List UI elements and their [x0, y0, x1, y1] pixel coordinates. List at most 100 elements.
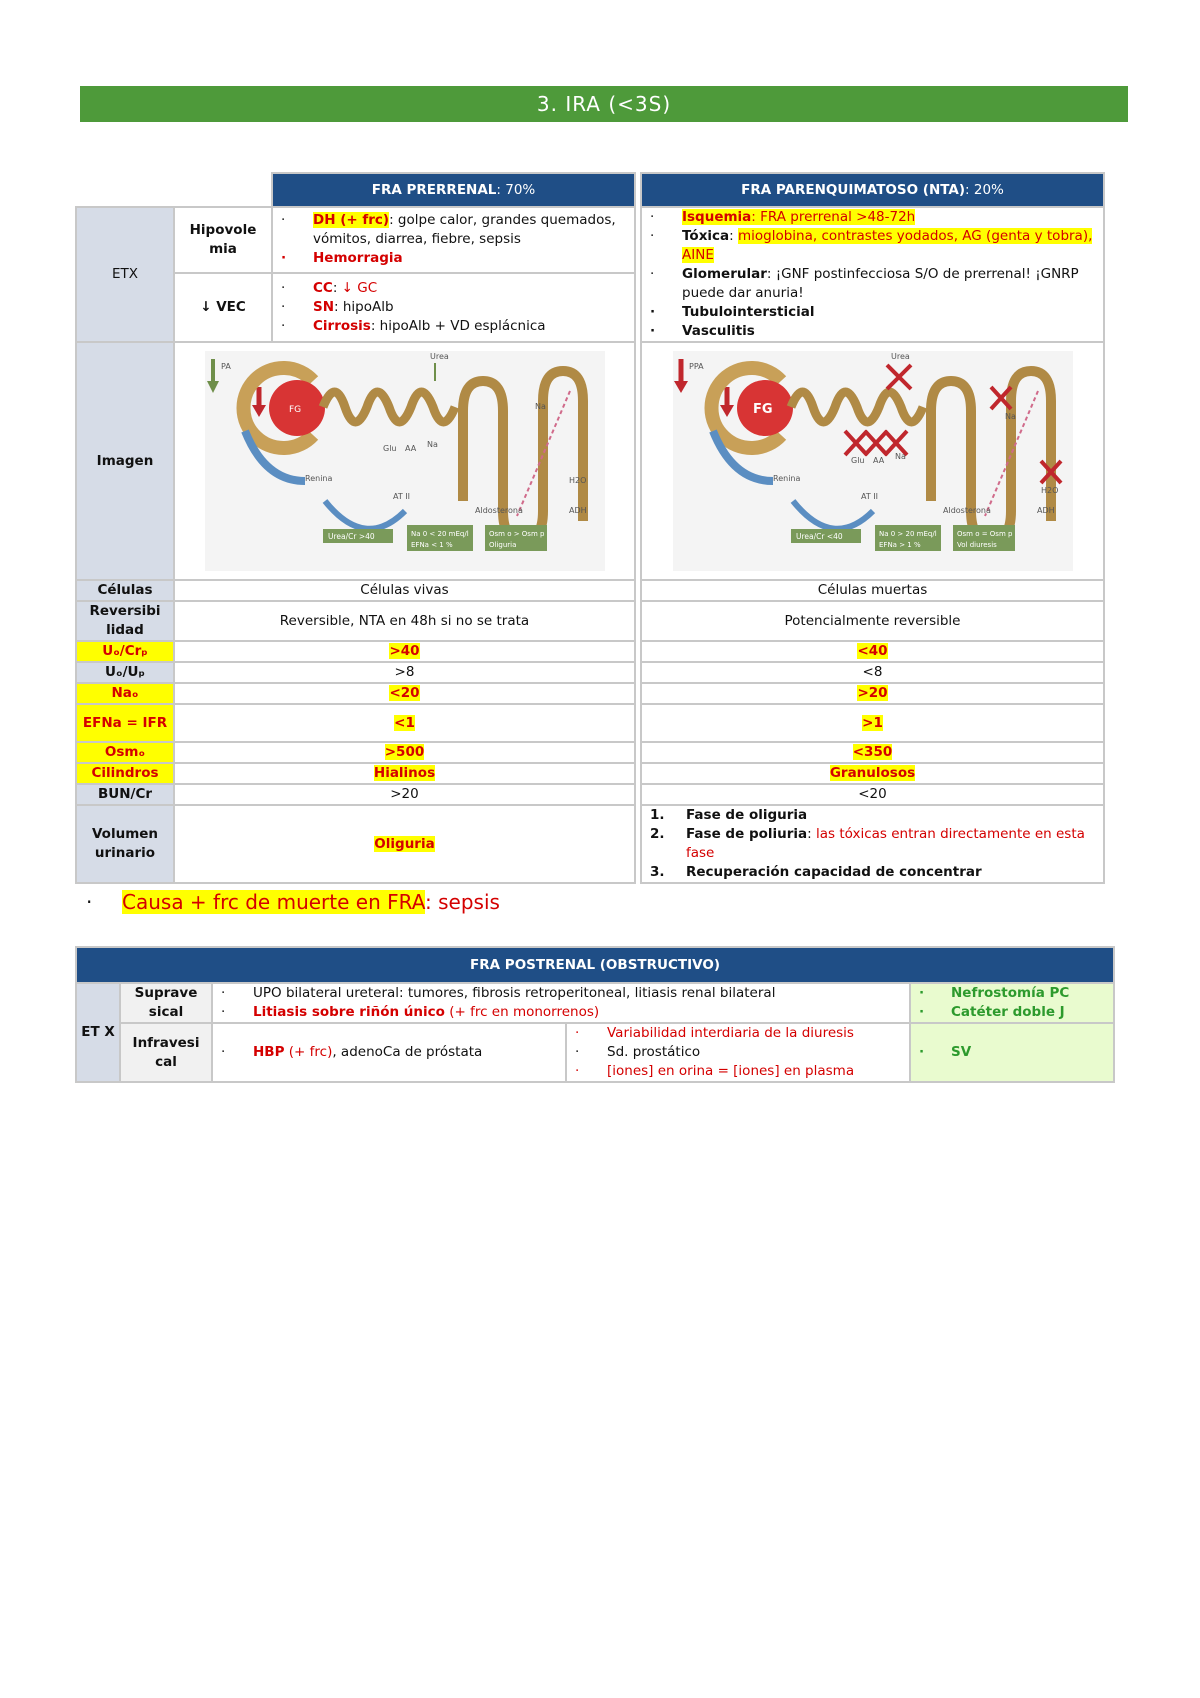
box-osm-line1: Osm o > Osm p — [489, 530, 545, 538]
na-label-top: Na — [895, 452, 906, 461]
fg-label: FG — [753, 402, 773, 417]
table-row: Osmₒ >500 <350 — [75, 741, 1105, 764]
etx-row-hipovolemia: ETX Hipovole mia DH (+ frc): golpe calor… — [75, 206, 1105, 343]
h2o-label: H2O — [1041, 486, 1058, 495]
infravesical-label: Infravesi cal — [119, 1022, 213, 1083]
list-item: Tóxica: mioglobina, contrastes yodados, … — [646, 227, 1099, 265]
etx-label: ET X — [75, 982, 121, 1083]
x-mark-icon — [863, 429, 888, 457]
header-parenquimatoso: FRA PARENQUIMATOSO (NTA): 20% — [640, 172, 1105, 208]
table-row: Naₒ <20 >20 — [75, 682, 1105, 705]
urea-label: Urea — [430, 352, 449, 361]
list-item: 2.Fase de poliuria: las tóxicas entran d… — [650, 826, 1085, 861]
table-row: Células Células vivas Células muertas — [75, 579, 1105, 602]
aldosterona-label: Aldosterona — [475, 506, 523, 515]
vec-causes: CC: ↓ GC SN: hipoAlb Cirrosis: hipoAlb +… — [271, 271, 636, 344]
box-na-line2: EFNa < 1 % — [411, 541, 453, 549]
renina-label: Renina — [305, 474, 332, 483]
urea-label: Urea — [891, 352, 910, 361]
nephron-nta-illustration: PPA FG Urea Glu AA Na Na Re — [672, 351, 1073, 571]
header-prerrenal: FRA PRERRENAL: 70% — [271, 172, 636, 208]
table-row: Cilindros Hialinos Granulosos — [75, 762, 1105, 785]
na-label-top: Na — [427, 440, 438, 449]
list-item: DH (+ frc): golpe calor, grandes quemado… — [277, 211, 630, 249]
list-item: SV — [915, 1043, 1109, 1062]
fases-nta: 1.Fase de oliguria 2.Fase de poliuria: l… — [640, 804, 1105, 884]
box-urea-cr: Urea/Cr <40 — [796, 532, 843, 541]
etx-row-vec: ↓ VEC CC: ↓ GC SN: hipoAlb Cirrosis: hip… — [76, 271, 1104, 344]
glomerulus-icon — [736, 380, 793, 436]
page-title: 3. IRA (<3S) — [80, 86, 1128, 122]
list-item: Cirrosis: hipoAlb + VD esplácnica — [277, 317, 630, 336]
list-item: Vasculitis — [646, 322, 1099, 341]
list-item: Tubulointersticial — [646, 303, 1099, 322]
volumen-row: Volumen urinario Oliguria 1.Fase de olig… — [75, 804, 1105, 884]
etx-label: ETX — [75, 206, 175, 343]
list-item: Isquemia: FRA prerrenal >48-72h — [646, 208, 1099, 227]
h2o-label: H2O — [569, 476, 586, 485]
list-item: Variabilidad interdiaria de la diuresis — [571, 1024, 905, 1043]
list-item: SN: hipoAlb — [277, 298, 630, 317]
nephron-prerrenal-illustration: PA FG Urea Glu AA Na Na Renina AT II Ald… — [204, 351, 605, 571]
list-item: Litiasis sobre riñón único (+ frc en mon… — [217, 1003, 905, 1022]
nephron-diagram-nta: PPA FG Urea Glu AA Na Na Re — [640, 341, 1105, 581]
imagen-row: Imagen PA FG Urea Glu AA Na Na Ren — [75, 341, 1105, 581]
supravesical-label: Suprave sical — [119, 982, 213, 1024]
box-na-line2: EFNa > 1 % — [879, 541, 921, 549]
pa-label: PPA — [689, 362, 704, 371]
table-row: EFNa = IFR <1 >1 — [75, 703, 1105, 743]
x-mark-icon — [885, 363, 912, 391]
list-item: 3.Recuperación capacidad de concentrar — [650, 864, 982, 880]
na-label-loop: Na — [535, 402, 546, 411]
fg-label: FG — [289, 405, 301, 415]
postrenal-header: FRA POSTRENAL (OBSTRUCTIVO) — [74, 946, 1116, 984]
list-item: Glomerular: ¡GNF postinfecciosa S/O de p… — [646, 265, 1099, 303]
renina-label: Renina — [773, 474, 800, 483]
list-item: Sd. prostático — [571, 1043, 905, 1062]
x-mark-icon — [1039, 459, 1062, 485]
list-item: Catéter doble J — [915, 1003, 1109, 1022]
x-mark-icon — [989, 385, 1012, 411]
aa-label: AA — [873, 456, 885, 465]
table-row: BUN/Cr >20 <20 — [75, 783, 1105, 806]
vec-label: ↓ VEC — [173, 271, 273, 344]
list-item: Hemorragia — [277, 249, 630, 268]
table-header-row: FRA PRERRENAL: 70% FRA PARENQUIMATOSO (N… — [76, 172, 1105, 208]
box-na-line1: Na 0 > 20 mEq/l — [879, 530, 937, 538]
list-item: CC: ↓ GC — [277, 279, 630, 298]
nephron-diagram-prerrenal: PA FG Urea Glu AA Na Na Renina AT II Ald… — [173, 341, 636, 581]
pa-label: PA — [221, 362, 231, 371]
box-na-line1: Na 0 < 20 mEq/l — [411, 530, 469, 538]
at2-label: AT II — [861, 492, 878, 501]
list-item: 1.Fase de oliguria — [650, 807, 808, 823]
na-label-loop: Na — [1005, 412, 1016, 421]
list-item: HBP (+ frc), adenoCa de próstata — [217, 1043, 561, 1062]
box-osm-line1: Osm o = Osm p — [957, 530, 1013, 538]
table-row: Uₒ/Uₚ >8 <8 — [75, 661, 1105, 684]
glomerulus-icon — [268, 380, 325, 436]
hipovolemia-causes: DH (+ frc): golpe calor, grandes quemado… — [271, 206, 636, 274]
fra-comparison-table: FRA PRERRENAL: 70% FRA PARENQUIMATOSO (N… — [75, 172, 1105, 884]
x-mark-icon — [883, 429, 908, 457]
box-osm-line2: Oliguria — [489, 541, 516, 549]
adh-label: ADH — [1037, 506, 1055, 515]
glu-label: Glu — [383, 444, 397, 453]
proximal-tubule-icon — [786, 387, 927, 427]
table-row: Uₒ/Crₚ >40 <40 — [75, 640, 1105, 663]
hipovolemia-label: Hipovole mia — [173, 206, 273, 274]
supravesical-row: ET X Suprave sical UPO bilateral uretera… — [75, 982, 1116, 1083]
proximal-tubule-icon — [318, 387, 459, 427]
adh-label: ADH — [569, 506, 587, 515]
aa-label: AA — [405, 444, 417, 453]
box-urea-cr: Urea/Cr >40 — [328, 532, 375, 541]
nta-causes: Isquemia: FRA prerrenal >48-72h Tóxica: … — [640, 206, 1105, 343]
list-item: UPO bilateral ureteral: tumores, fibrosi… — [217, 984, 905, 1003]
infravesical-row: Infravesi cal HBP (+ frc), adenoCa de pr… — [76, 1022, 1116, 1083]
imagen-label: Imagen — [75, 341, 175, 581]
table-row: Reversibi lidad Reversible, NTA en 48h s… — [75, 600, 1105, 642]
x-mark-icon — [843, 429, 868, 457]
fra-postrenal-table: FRA POSTRENAL (OBSTRUCTIVO) ET X Suprave… — [74, 946, 1116, 1083]
aldosterona-label: Aldosterona — [943, 506, 991, 515]
box-osm-line2: Vol diuresis — [957, 541, 997, 549]
table-header-row: FRA POSTRENAL (OBSTRUCTIVO) — [74, 946, 1116, 984]
